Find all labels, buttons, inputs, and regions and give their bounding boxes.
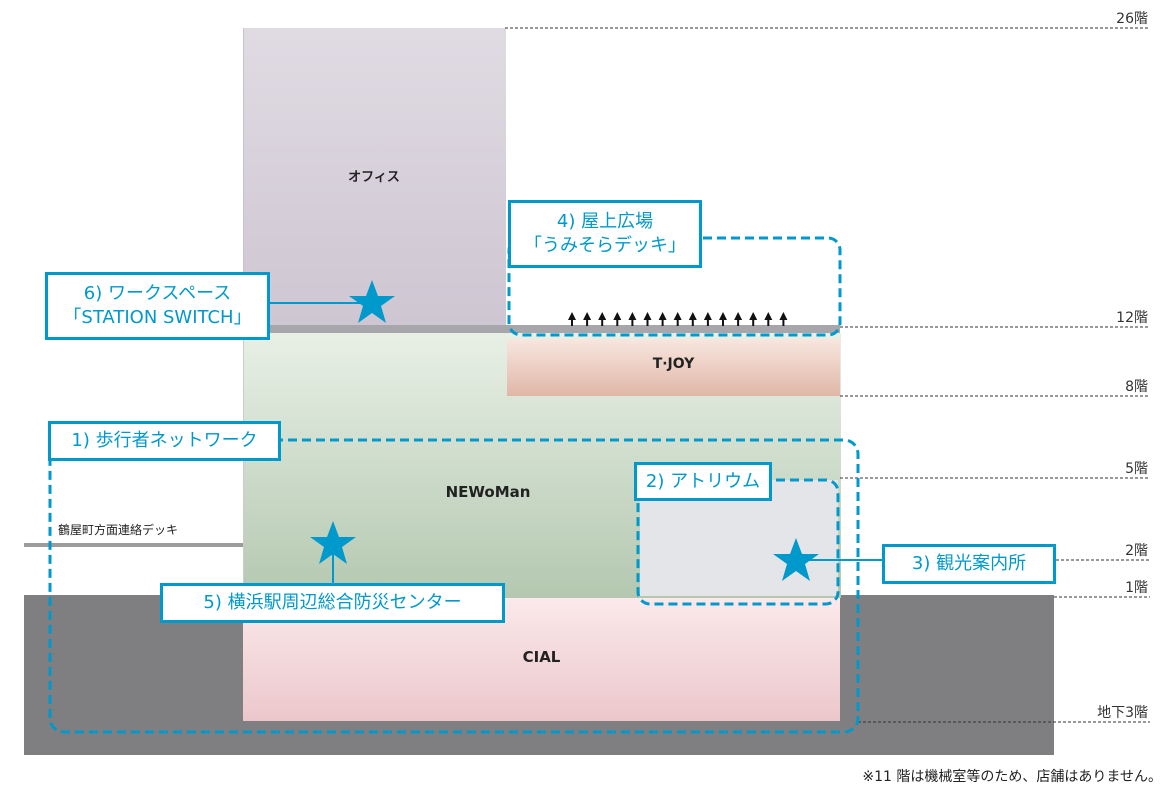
disaster-center-callout: 5) 横浜駅周辺総合防災センター	[160, 583, 505, 623]
tree-icon	[703, 312, 712, 326]
tree-icon	[779, 312, 788, 326]
tree-icon	[583, 312, 592, 326]
rooftop-callout: 4) 屋上広場 「うみそらデッキ」	[508, 200, 702, 268]
floor-label: 12階	[1116, 310, 1148, 326]
tree-icon	[749, 312, 758, 326]
tree-icon	[673, 312, 682, 326]
tree-icon	[688, 312, 697, 326]
atrium-callout: 2) アトリウム	[634, 462, 772, 501]
tree-icon	[568, 312, 576, 326]
floor-label: 2階	[1125, 543, 1148, 559]
rooftop-slab	[243, 325, 840, 333]
floor-label: 5階	[1125, 461, 1148, 477]
star-icon	[349, 280, 395, 323]
floor-label: 地下3階	[1097, 705, 1148, 721]
tree-icon	[734, 312, 743, 326]
office-block	[243, 28, 506, 326]
tjoy-label: T·JOY	[652, 356, 695, 372]
tjoy-block	[507, 339, 840, 396]
tree-icon	[598, 312, 607, 326]
tree-icons	[568, 312, 788, 326]
star-icon	[773, 538, 819, 581]
star-icon	[310, 521, 356, 564]
callout-text: 「うみそらデッキ」	[524, 235, 686, 256]
callout-text: 「STATION SWITCH」	[63, 307, 252, 328]
deck-label: 鶴屋町方面連絡デッキ	[58, 523, 179, 537]
tree-icon	[719, 312, 727, 326]
deck-line	[24, 543, 243, 547]
footnote: ※11 階は機械室等のため、店舗はありません。	[862, 769, 1162, 785]
floor-label: 8階	[1125, 379, 1148, 395]
office-label: オフィス	[348, 170, 400, 185]
callout-text: 4) 屋上広場	[556, 211, 654, 232]
network-callout: 1) 歩行者ネットワーク	[48, 421, 281, 461]
tree-icon	[658, 312, 667, 326]
floor-label: 1階	[1125, 580, 1148, 596]
tree-icon	[628, 312, 637, 326]
tourist-info-callout: 3) 観光案内所	[882, 544, 1056, 584]
callout-text: 6) ワークスペース	[83, 283, 232, 304]
floor-label: 26階	[1116, 11, 1148, 27]
tree-icon	[764, 312, 773, 326]
cial-label: CIAL	[522, 648, 561, 666]
tree-icon	[643, 312, 652, 326]
tree-icon	[613, 312, 622, 326]
workspace-callout: 6) ワークスペース 「STATION SWITCH」	[45, 272, 270, 340]
network-zone	[48, 438, 860, 734]
newoman-label: NEWoMan	[445, 483, 531, 501]
